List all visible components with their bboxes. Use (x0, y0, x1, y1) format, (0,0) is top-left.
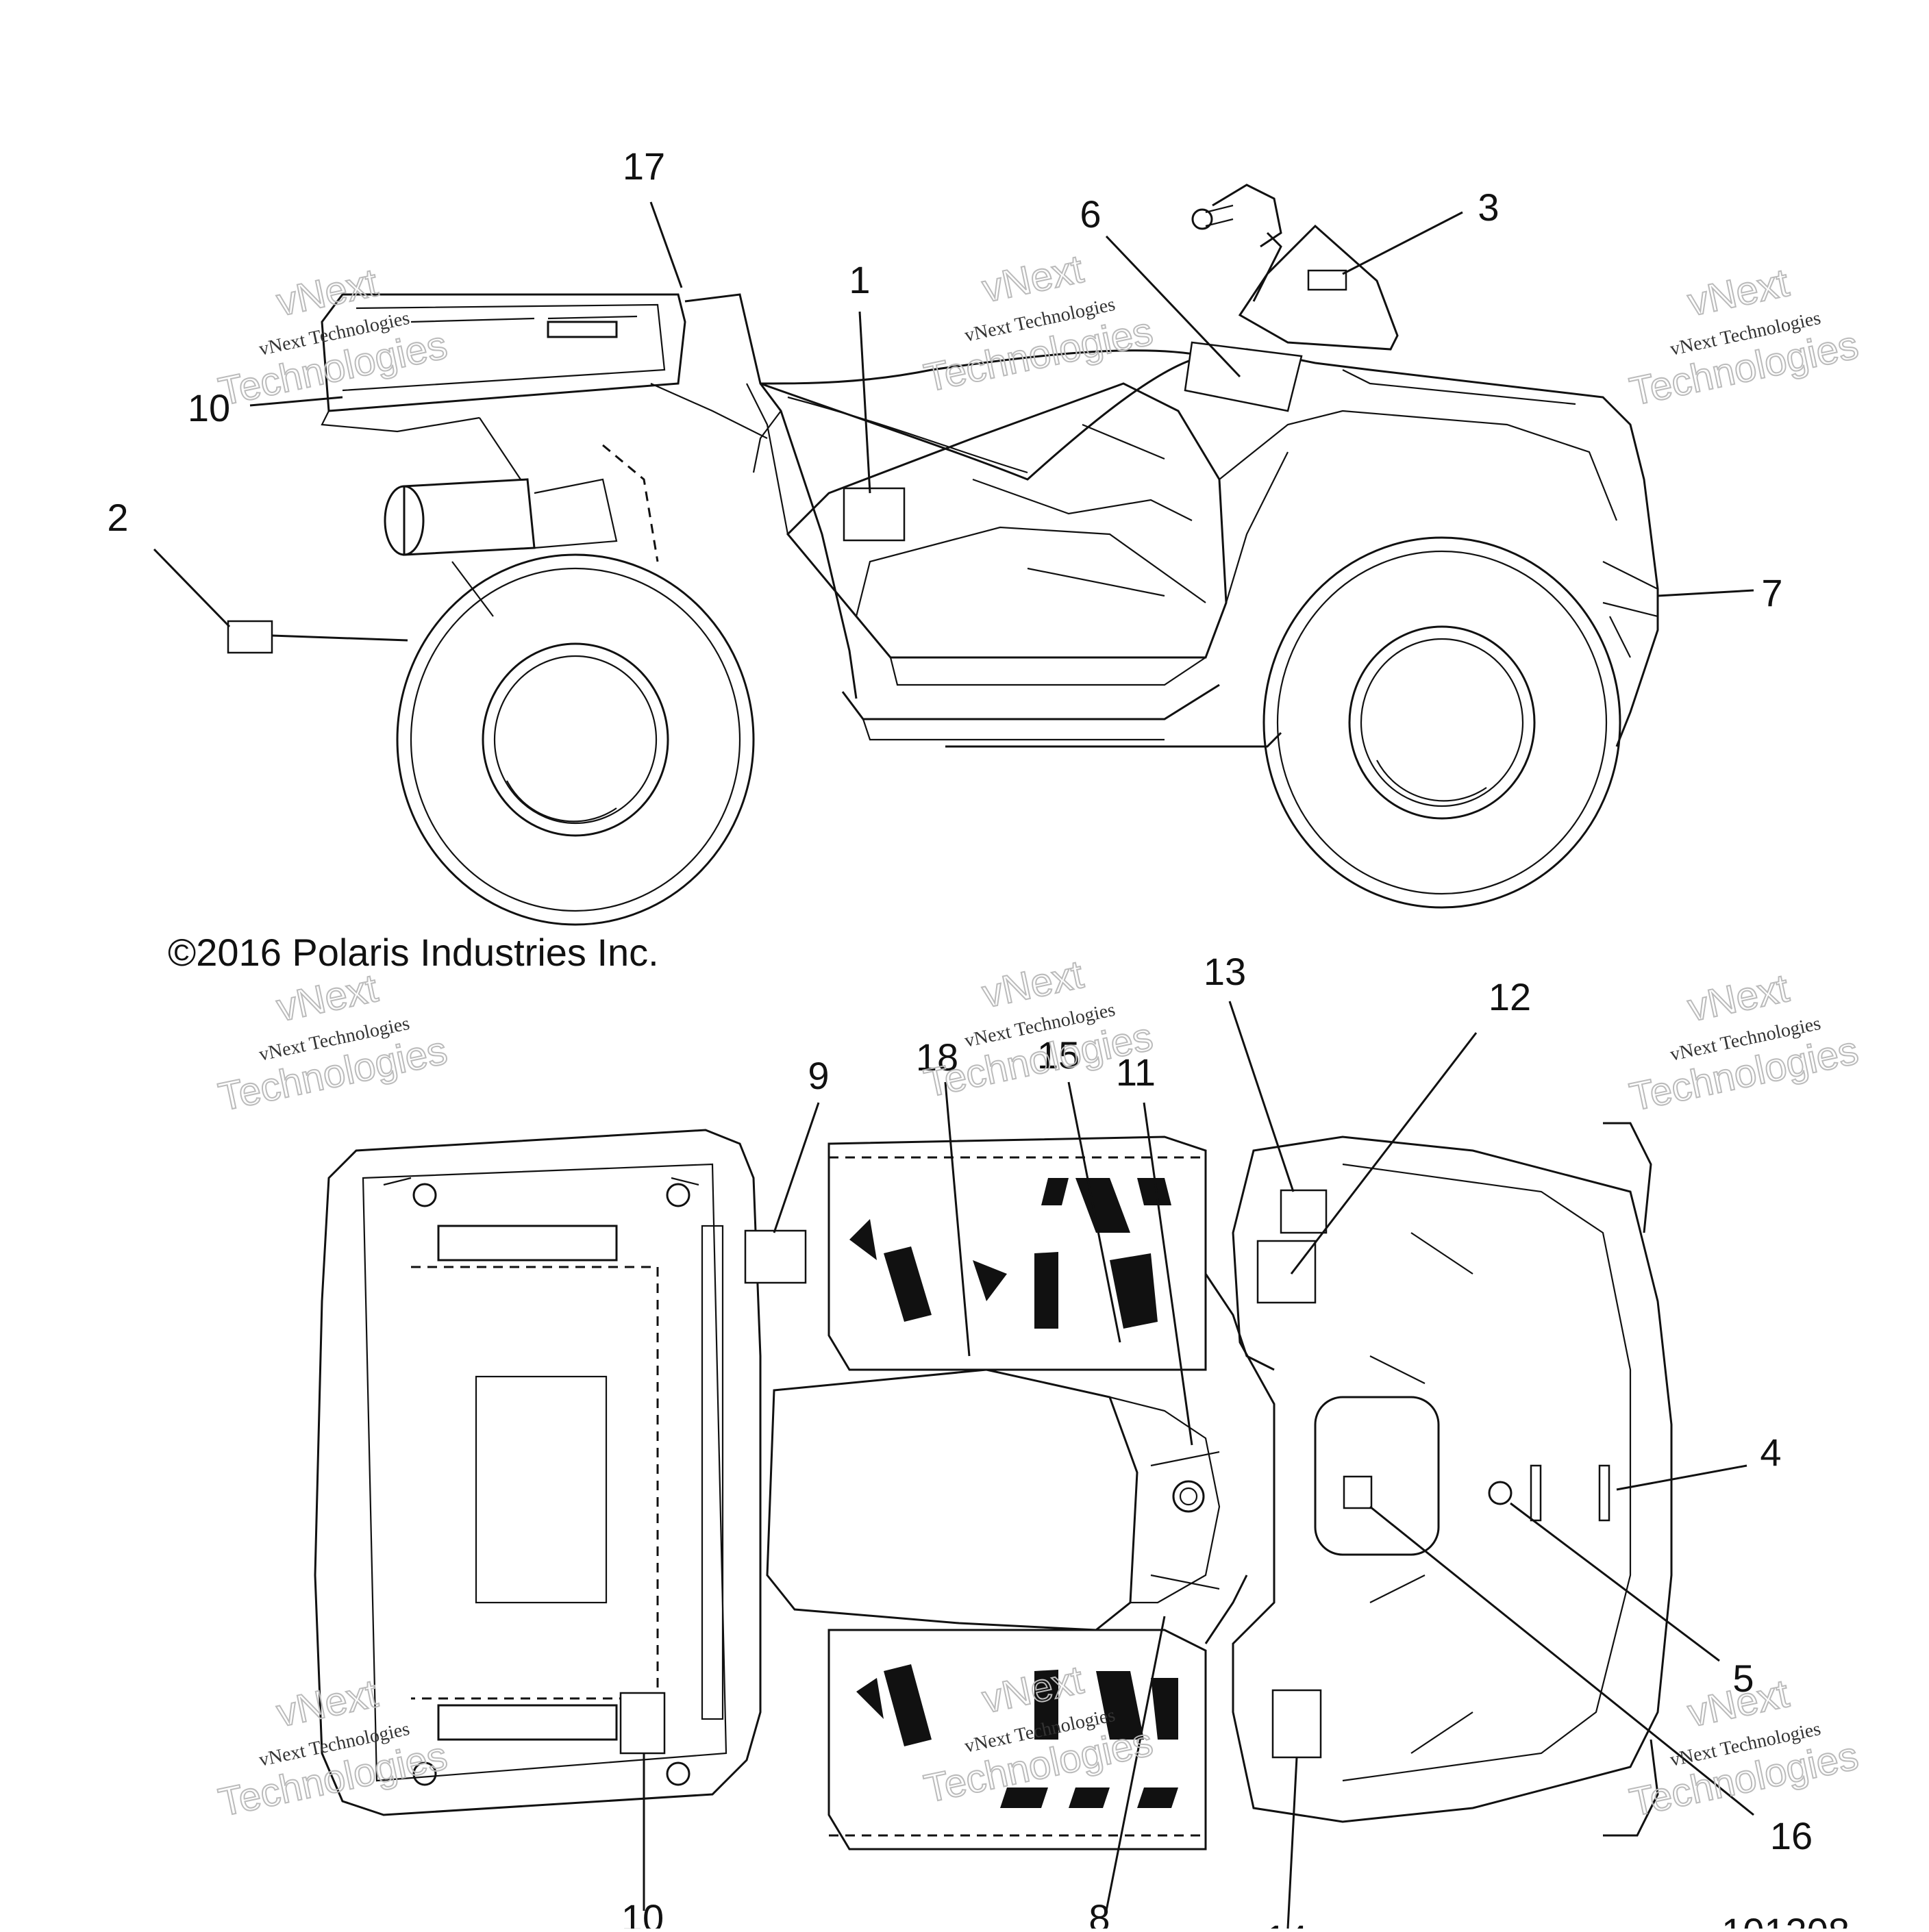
top-view-atv (314, 1122, 1673, 1851)
svg-text:vNext: vNext (273, 966, 382, 1030)
callout-13: 13 (1204, 950, 1246, 993)
callout-14: 14 (1265, 1917, 1308, 1929)
watermark-7: vNext vNext Technologies Technologies (214, 1670, 452, 1826)
svg-text:vNext: vNext (1684, 1671, 1793, 1735)
svg-text:vNext: vNext (273, 260, 382, 325)
top-view-callouts: 13 12 9 18 15 11 4 5 16 10 8 14 101208 (621, 950, 1850, 1932)
callout-18: 18 (916, 1036, 958, 1079)
decal-14-box (1271, 1689, 1322, 1759)
callout-17: 17 (623, 145, 665, 188)
callout-4: 4 (1760, 1431, 1781, 1474)
side-view-callouts: 17 1 6 3 10 2 7 (107, 145, 1783, 642)
side-view-atv (227, 184, 1659, 926)
copyright-text: ©2016 Polaris Industries Inc. (168, 931, 659, 974)
svg-text:vNext: vNext (978, 952, 1087, 1016)
watermarks: vNext vNext Technologies Technologies vN… (214, 246, 1863, 1826)
rear-wheel (396, 553, 755, 926)
decal-10-bottom-box (619, 1692, 666, 1755)
decal-1-box (843, 487, 906, 542)
callout-8: 8 (1088, 1896, 1110, 1929)
rear-fender (650, 293, 858, 699)
watermark-6: vNext vNext Technologies Technologies (1626, 965, 1863, 1120)
watermark-1: vNext vNext Technologies Technologies (214, 260, 452, 415)
top-rear-rack (314, 1129, 762, 1816)
svg-text:vNext: vNext (978, 1657, 1087, 1722)
watermark-3: vNext vNext Technologies Technologies (1626, 260, 1863, 415)
top-footwell-upper (827, 1136, 1207, 1371)
svg-text:vNext: vNext (1684, 260, 1793, 325)
handlebar-pod (1191, 184, 1399, 351)
top-seat (766, 1368, 1221, 1631)
callout-2: 2 (107, 496, 128, 539)
callout-10-bottom: 10 (621, 1896, 664, 1929)
callout-9: 9 (808, 1054, 829, 1097)
decal-9-box (744, 1229, 807, 1284)
callout-5: 5 (1732, 1657, 1754, 1700)
callout-7: 7 (1761, 571, 1782, 614)
decal-16-box (1343, 1475, 1373, 1509)
decal-5-circle (1488, 1481, 1513, 1505)
callout-6: 6 (1080, 192, 1101, 236)
callout-10-top: 10 (188, 386, 230, 429)
decal-2-box (227, 620, 273, 654)
top-footwell-lower (827, 1629, 1207, 1851)
decal-12-box (1256, 1240, 1317, 1304)
watermark-2: vNext vNext Technologies Technologies (920, 246, 1158, 401)
watermark-8: vNext vNext Technologies Technologies (920, 1657, 1158, 1812)
decal-6-box (1184, 341, 1303, 412)
svg-text:vNext: vNext (1684, 966, 1793, 1030)
callout-15: 15 (1037, 1033, 1080, 1077)
front-wheel (1262, 536, 1621, 909)
callout-1: 1 (849, 258, 870, 301)
svg-text:vNext: vNext (273, 1671, 382, 1735)
watermark-9: vNext vNext Technologies Technologies (1626, 1670, 1863, 1826)
callout-3: 3 (1478, 186, 1499, 229)
side-panel (786, 382, 1282, 748)
figure-number: 101208 (1721, 1910, 1850, 1929)
callout-12: 12 (1489, 975, 1531, 1018)
callout-16: 16 (1770, 1814, 1813, 1857)
watermark-4: vNext vNext Technologies Technologies (214, 965, 452, 1120)
decal-3-box (1307, 269, 1347, 291)
rear-rack (321, 293, 686, 433)
top-front-fender (1232, 1122, 1673, 1837)
muffler (384, 417, 659, 617)
decal-13-box (1280, 1189, 1328, 1234)
svg-text:vNext: vNext (978, 247, 1087, 311)
callout-11: 11 (1116, 1051, 1156, 1094)
